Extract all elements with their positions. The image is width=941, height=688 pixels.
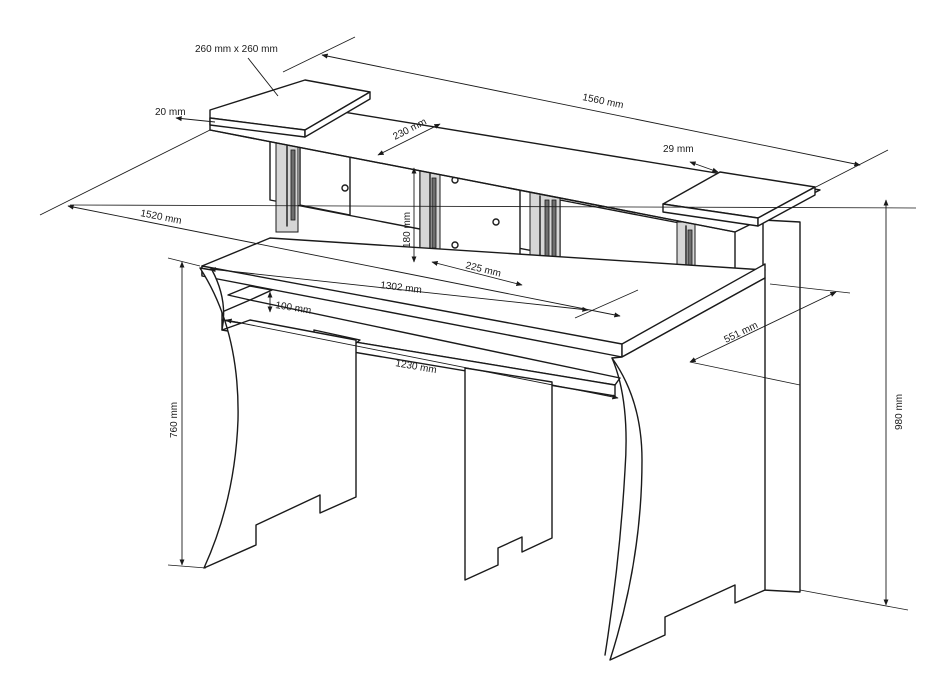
dim-desk-height: 760 mm bbox=[167, 257, 207, 569]
upright-1 bbox=[275, 141, 299, 233]
right-leg bbox=[604, 277, 766, 661]
dim-desk-width: 1302 mm bbox=[209, 267, 639, 319]
dim-bay-height: 180 mm bbox=[402, 167, 417, 263]
label-cut-gap: 29 mm bbox=[663, 144, 694, 155]
rail-notch bbox=[227, 285, 273, 301]
dim-shelf-size: 260 mm x 260 mm bbox=[195, 44, 279, 97]
screw-4 bbox=[451, 241, 459, 249]
right-shelf-side bbox=[757, 186, 816, 227]
dim-shelf-thickness: 20 mm bbox=[155, 107, 216, 123]
label-desk-width: 1302 mm bbox=[380, 280, 423, 296]
label-shelf-thickness: 20 mm bbox=[155, 107, 186, 118]
right-side-panel bbox=[762, 219, 801, 593]
label-bay-height: 180 mm bbox=[402, 212, 413, 248]
dim-cut-gap: 29 mm bbox=[663, 144, 719, 173]
label-desk-height: 760 mm bbox=[169, 402, 180, 438]
label-shelf-size: 260 mm x 260 mm bbox=[195, 44, 278, 55]
label-total-width: 1560 mm bbox=[581, 92, 624, 111]
center-leg bbox=[464, 367, 553, 581]
upright-2 bbox=[419, 169, 441, 261]
screw-3 bbox=[492, 218, 500, 226]
screw-1 bbox=[341, 184, 349, 192]
dim-total-height: 980 mm bbox=[799, 199, 909, 611]
label-total-height: 980 mm bbox=[894, 394, 905, 430]
